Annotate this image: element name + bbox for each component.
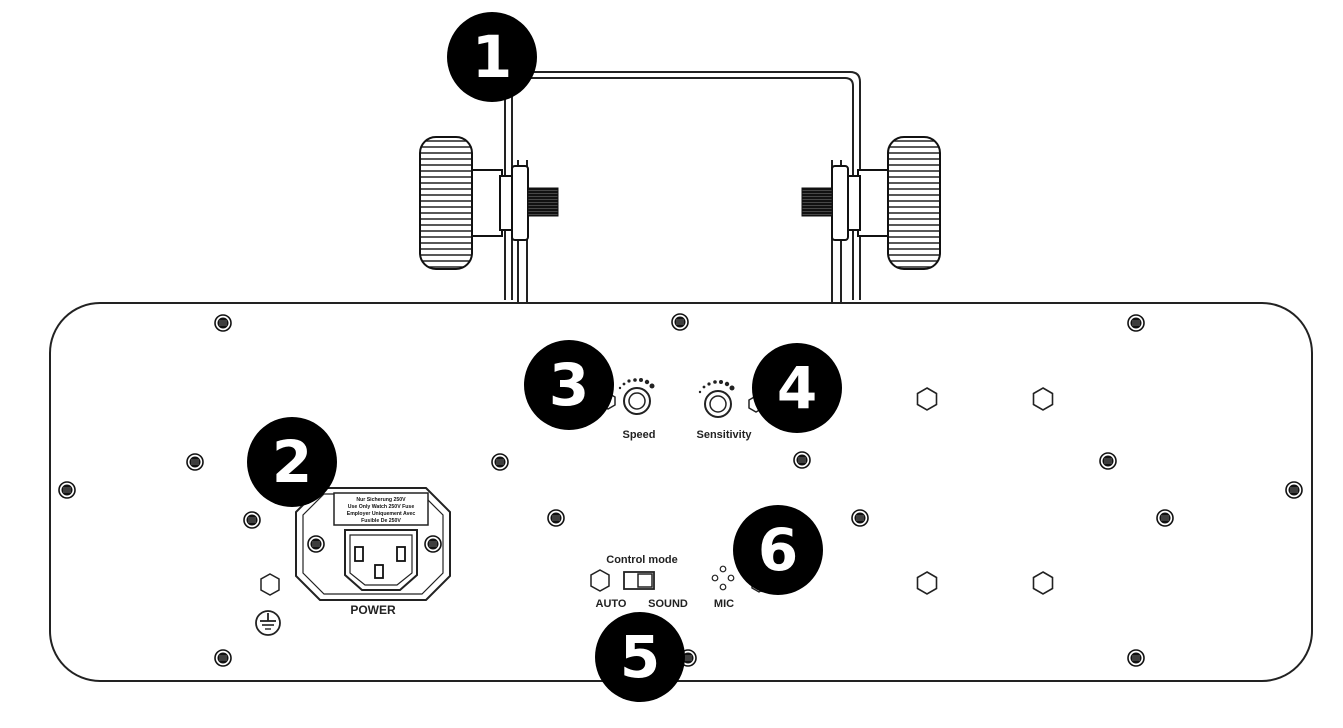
iec-power-socket[interactable] xyxy=(344,529,418,591)
callout-6: 6 xyxy=(733,505,823,595)
speed-scale-dots-icon xyxy=(618,378,655,390)
sensitivity-scale-dots-icon xyxy=(698,380,735,394)
callout-5: 5 xyxy=(595,612,685,702)
callout-2: 2 xyxy=(247,417,337,507)
power-label: POWER xyxy=(350,603,396,617)
screw-icon xyxy=(1127,314,1145,332)
speed-label: Speed xyxy=(622,429,655,441)
screw-icon xyxy=(424,535,442,553)
ground-terminal xyxy=(255,573,281,636)
hex-nut-icon xyxy=(916,571,938,595)
callout-3: 3 xyxy=(524,340,614,430)
callout-4: 4 xyxy=(752,343,842,433)
screw-icon xyxy=(547,509,565,527)
control-mode-switch[interactable] xyxy=(623,571,655,590)
ground-symbol-icon xyxy=(255,610,281,636)
screw-icon xyxy=(214,314,232,332)
hex-nut-icon xyxy=(1032,571,1054,595)
callout-number-2: 2 xyxy=(272,428,312,496)
sound-label: SOUND xyxy=(648,598,688,610)
screw-icon xyxy=(671,313,689,331)
screw-icon xyxy=(307,535,325,553)
screw-icon xyxy=(851,509,869,527)
screw-icon xyxy=(1099,452,1117,470)
microphone-icon xyxy=(711,565,735,591)
fuse-label-line-1: Nur Sicherung 250V xyxy=(356,497,406,503)
screw-icon xyxy=(186,453,204,471)
power-inlet: Nur Sicherung 250V Use Only Watch 250V F… xyxy=(295,487,451,601)
screw-icon xyxy=(1127,649,1145,667)
left-tilt-knob-icon xyxy=(419,136,559,270)
mounting-bracket xyxy=(504,71,861,302)
auto-label: AUTO xyxy=(596,598,627,610)
fuse-label-line-2: Use Only Watch 250V Fuse xyxy=(348,504,415,510)
mic-label: MIC xyxy=(714,598,734,610)
callout-number-6: 6 xyxy=(758,516,798,584)
callout-number-3: 3 xyxy=(549,351,589,419)
screw-icon xyxy=(214,649,232,667)
screw-icon xyxy=(1156,509,1174,527)
screw-icon xyxy=(58,481,76,499)
hex-nut-icon xyxy=(1032,387,1054,411)
screw-icon xyxy=(243,511,261,529)
screw-icon xyxy=(793,451,811,469)
callout-number-5: 5 xyxy=(620,623,660,691)
control-mode-label: Control mode xyxy=(606,554,678,566)
hex-nut-icon xyxy=(916,387,938,411)
callout-1: 1 xyxy=(447,12,537,102)
sensitivity-label: Sensitivity xyxy=(696,429,752,441)
screw-icon xyxy=(1285,481,1303,499)
right-tilt-knob-icon xyxy=(801,136,941,270)
callout-number-1: 1 xyxy=(472,23,512,91)
fuse-label-line-4: Fusible De 250V xyxy=(361,518,401,524)
fuse-holder[interactable] xyxy=(333,492,429,526)
callout-number-4: 4 xyxy=(777,354,817,422)
hex-nut-icon xyxy=(590,569,610,592)
rear-panel-housing xyxy=(49,302,1313,682)
fuse-label-line-3: Employer Uniquement Avec xyxy=(347,511,416,517)
screw-icon xyxy=(491,453,509,471)
